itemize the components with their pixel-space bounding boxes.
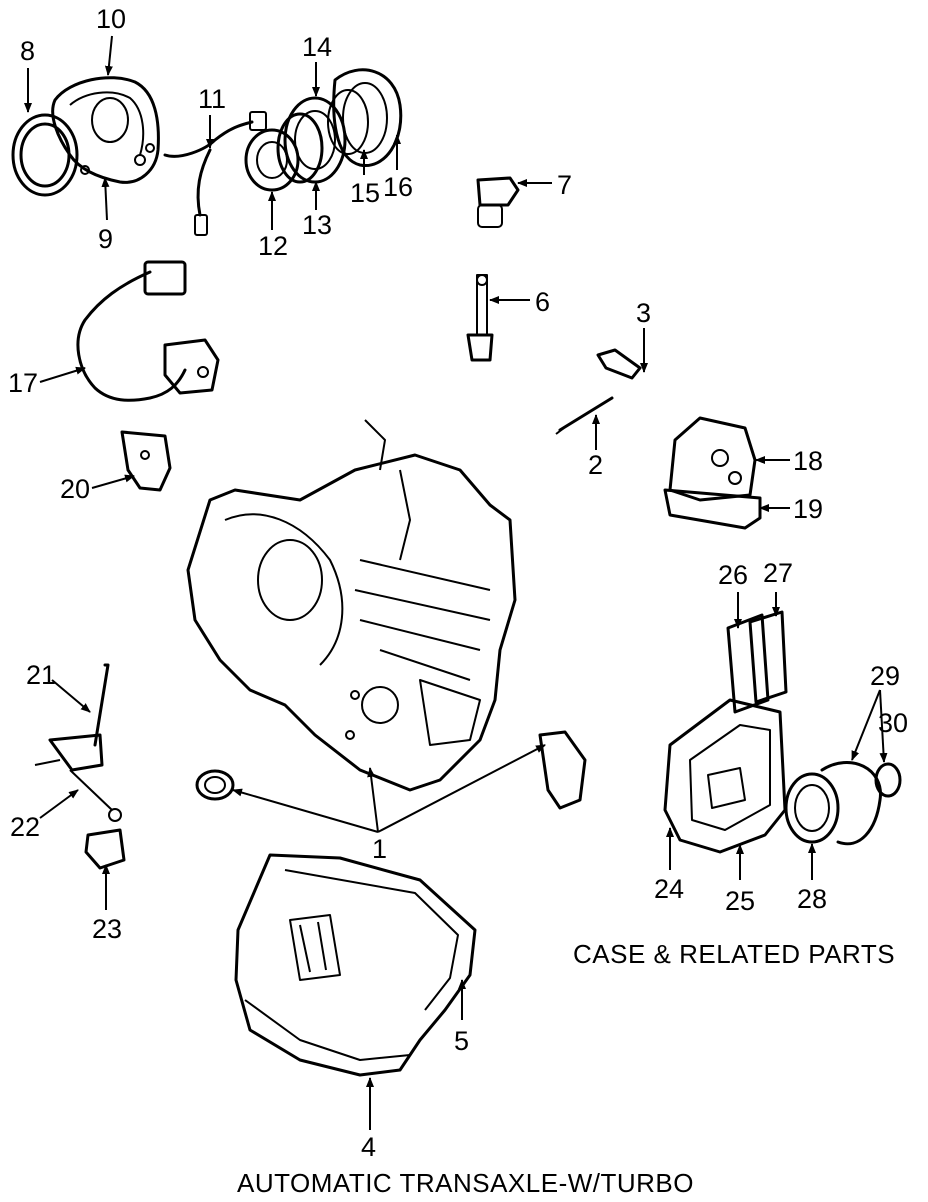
callout-29: 29 xyxy=(870,661,900,691)
callout-15: 15 xyxy=(350,178,380,208)
callout-9: 9 xyxy=(98,224,113,254)
part-12-bearing-illustration xyxy=(244,128,300,192)
part-3-lever-illustration xyxy=(596,348,642,380)
leader-lines xyxy=(24,35,888,1130)
part-20-bracket-illustration xyxy=(120,430,172,492)
callout-3: 3 xyxy=(636,298,651,328)
callout-14: 14 xyxy=(302,32,332,62)
callout-13: 13 xyxy=(302,210,332,240)
callout-20: 20 xyxy=(60,474,90,504)
callout-12: 12 xyxy=(258,231,288,261)
part-2-pin-illustration xyxy=(555,396,614,435)
assembly-title: AUTOMATIC TRANSAXLE-W/TURBO xyxy=(237,1168,694,1198)
part-11-sensor-harness-illustration xyxy=(163,111,267,236)
callout-4: 4 xyxy=(361,1132,376,1162)
callout-1: 1 xyxy=(372,834,387,864)
part-10-housing-illustration xyxy=(51,76,160,184)
callout-16: 16 xyxy=(383,172,413,202)
part-26-27-plate-illustration xyxy=(726,610,788,714)
part-21-22-23-shift-illustration xyxy=(34,663,126,870)
callout-30: 30 xyxy=(878,708,908,738)
callout-27: 27 xyxy=(763,558,793,588)
part-6-driven-gear-illustration xyxy=(466,274,494,362)
part-1-transaxle-case-illustration xyxy=(186,419,517,792)
callout-23: 23 xyxy=(92,914,122,944)
part-18-19-mount-illustration xyxy=(663,416,762,530)
callout-24: 24 xyxy=(654,874,684,904)
part-28-29-30-differential-illustration xyxy=(784,760,902,846)
part-8-seal-illustration xyxy=(11,113,79,197)
callout-11: 11 xyxy=(198,84,226,114)
callout-8: 8 xyxy=(20,36,35,66)
callout-17: 17 xyxy=(8,368,38,398)
callout-18: 18 xyxy=(793,446,823,476)
callout-26: 26 xyxy=(718,560,748,590)
part-24-25-cover-illustration xyxy=(663,698,787,854)
part-1-bracket-illustration xyxy=(538,730,587,810)
part-17-harness-illustration xyxy=(76,260,220,402)
callout-10: 10 xyxy=(96,4,126,34)
part-1-seal-illustration xyxy=(195,769,235,801)
callout-labels: 8 10 9 11 12 13 14 15 16 7 6 3 2 17 18 1… xyxy=(8,4,908,1162)
callout-6: 6 xyxy=(535,287,550,317)
callout-25: 25 xyxy=(725,886,755,916)
callout-28: 28 xyxy=(797,884,827,914)
callout-2: 2 xyxy=(588,450,603,480)
callout-5: 5 xyxy=(454,1026,469,1056)
part-7-speed-sensor-illustration xyxy=(476,176,520,228)
callout-22: 22 xyxy=(10,812,40,842)
section-title: CASE & RELATED PARTS xyxy=(573,939,895,969)
callout-21: 21 xyxy=(26,660,56,690)
callout-19: 19 xyxy=(793,494,823,524)
part-4-oil-pan-illustration xyxy=(234,853,477,1077)
callout-7: 7 xyxy=(557,170,572,200)
